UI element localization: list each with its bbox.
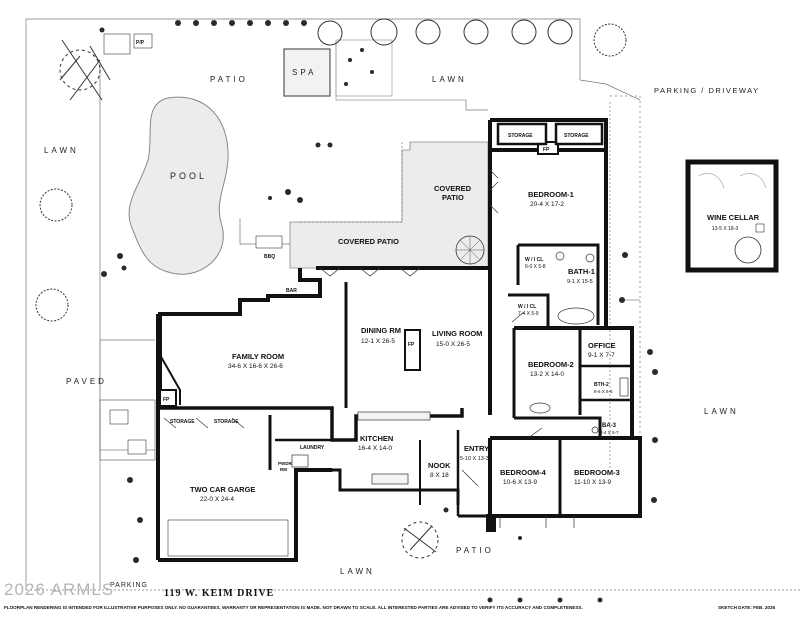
covered-patio-area xyxy=(289,141,489,269)
label-covered-patio-right-1: COVERED xyxy=(434,184,472,193)
plants xyxy=(99,20,658,603)
dims-wine: 13-5 X 18-3 xyxy=(712,226,738,232)
label-pool: POOL xyxy=(170,171,207,181)
spa xyxy=(283,48,331,97)
label-pwdr-1: PWDR xyxy=(278,461,292,466)
label-bedroom3: BEDROOM-3 xyxy=(574,468,620,477)
watermark: 2026 ARMLS xyxy=(4,580,114,599)
label-bedroom4: BEDROOM-4 xyxy=(500,468,547,477)
label-storage-top-1: STORAGE xyxy=(508,133,533,139)
label-entry: ENTRY xyxy=(464,444,489,453)
label-lawn-right: LAWN xyxy=(704,407,739,416)
label-storage-top-2: STORAGE xyxy=(564,133,589,139)
label-family: FAMILY ROOM xyxy=(232,352,284,361)
label-bedroom2: BEDROOM-2 xyxy=(528,360,574,369)
house-walls xyxy=(156,118,642,562)
site-boundary-lines xyxy=(25,18,800,591)
label-fp-living: FP xyxy=(408,342,415,348)
label-wic2: W / I CL xyxy=(518,304,536,310)
label-fp-top: FP xyxy=(543,147,550,153)
label-bar: BAR xyxy=(286,288,297,294)
dims-wic2: 7-4 X 5-9 xyxy=(518,311,539,317)
dims-bedroom3: 11-10 X 13-9 xyxy=(574,479,611,486)
label-lawn-bottom: LAWN xyxy=(340,567,375,576)
dims-living: 15-0 X 26-5 xyxy=(436,341,470,348)
label-wic1: W / I CL xyxy=(525,257,543,263)
dims-office: 9-1 X 7-7 xyxy=(588,352,615,359)
address: 119 W. KEIM DRIVE xyxy=(164,588,274,599)
label-pwdr-2: RM xyxy=(280,467,287,472)
dims-kitchen: 16-4 X 14-0 xyxy=(358,445,392,452)
label-bath3: BA-3 xyxy=(602,423,617,429)
dims-family: 34-6 X 16-6 X 26-6 xyxy=(228,363,283,370)
dims-garage: 22-0 X 24-4 xyxy=(200,496,234,503)
outdoor-furniture xyxy=(103,33,283,455)
door-swings xyxy=(163,169,579,528)
dims-bedroom2: 13-2 X 14-0 xyxy=(530,371,564,378)
label-pp: P/P xyxy=(136,40,145,46)
dims-nook: 8 X 18 xyxy=(430,472,449,479)
label-bath1: BATH-1 xyxy=(568,267,595,276)
fixtures xyxy=(291,251,629,485)
label-lawn-top: LAWN xyxy=(432,75,467,84)
label-storage-g2: STORAGE xyxy=(214,419,239,425)
footer: 2026 ARMLS 119 W. KEIM DRIVE FLOORPLAN R… xyxy=(4,580,776,610)
sketch-date: SKETCH DATE: FEB. 2026 xyxy=(718,605,776,610)
trees xyxy=(35,18,627,559)
label-covered-patio-right-2: PATIO xyxy=(442,193,464,202)
disclaimer: FLOORPLAN RENDERING IS INTENDED FOR ILLU… xyxy=(4,605,583,610)
garage-car-outline xyxy=(167,519,289,557)
label-storage-g1: STORAGE xyxy=(170,419,195,425)
entry-pillar xyxy=(486,514,496,532)
dims-bath2: 8-6 X 5-6 xyxy=(594,389,613,394)
fp-living xyxy=(404,329,421,371)
label-office: OFFICE xyxy=(588,341,616,350)
label-living: LIVING ROOM xyxy=(432,329,482,338)
label-fp-family: FP xyxy=(163,397,170,403)
zone-labels: PATIO LAWN SPA POOL LAWN PARKING / DRIVE… xyxy=(44,40,760,589)
label-wine: WINE CELLAR xyxy=(707,213,760,222)
wine-cellar-building xyxy=(685,159,779,273)
label-nook: NOOK xyxy=(428,461,451,470)
label-parking-driveway: PARKING / DRIVEWAY xyxy=(654,86,760,95)
label-dining: DINING RM xyxy=(361,326,401,335)
dims-bath3: 8-4 X 5-7 xyxy=(600,430,619,435)
label-garage: TWO CAR GARGE xyxy=(190,485,255,494)
label-bedroom1: BEDROOM-1 xyxy=(528,190,574,199)
label-spa: SPA xyxy=(292,68,316,77)
dims-entry: 5-10 X 13-3 xyxy=(460,456,489,462)
label-parking: PARKING xyxy=(110,582,148,589)
label-patio-top: PATIO xyxy=(210,75,248,84)
label-kitchen: KITCHEN xyxy=(360,434,393,443)
pool xyxy=(128,96,229,275)
dims-bath1: 9-1 X 15-5 xyxy=(567,279,593,285)
dims-laundry: 8-0 X 11-0 xyxy=(310,468,333,474)
label-laundry: LAUNDRY xyxy=(300,445,325,451)
dims-bedroom1: 20-4 X 17-2 xyxy=(530,201,564,208)
label-paved: PAVED xyxy=(66,377,107,386)
label-bbq: BBQ xyxy=(264,254,275,260)
fp-family xyxy=(159,389,177,407)
dims-bedroom4: 10-6 X 13-9 xyxy=(503,479,537,486)
room-labels: COVERED PATIO COVERED PATIO BBQ BAR STOR… xyxy=(163,133,760,503)
dims-wic1: 6-0 X 5-8 xyxy=(525,264,546,270)
dims-dining: 12-1 X 26-5 xyxy=(361,338,395,345)
label-patio-bottom: PATIO xyxy=(456,546,494,555)
label-covered-patio: COVERED PATIO xyxy=(338,237,399,246)
label-lawn-left: LAWN xyxy=(44,146,79,155)
label-bath2: BTH-2 xyxy=(594,382,609,388)
